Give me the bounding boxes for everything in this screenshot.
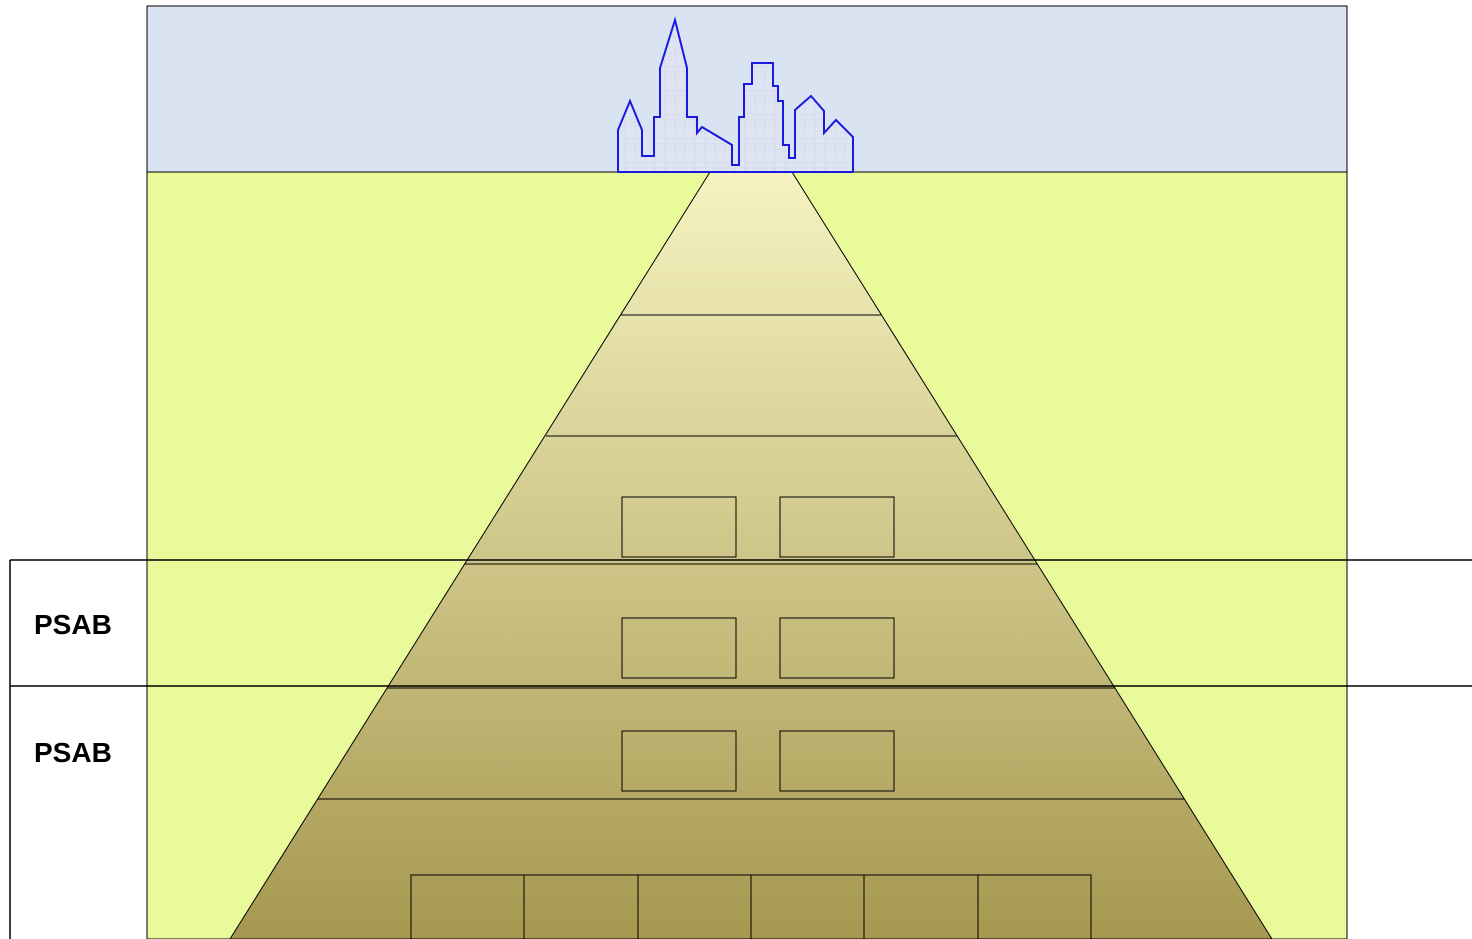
row-label-2: PSAB bbox=[34, 737, 112, 768]
row-label-1: PSAB bbox=[34, 609, 112, 640]
